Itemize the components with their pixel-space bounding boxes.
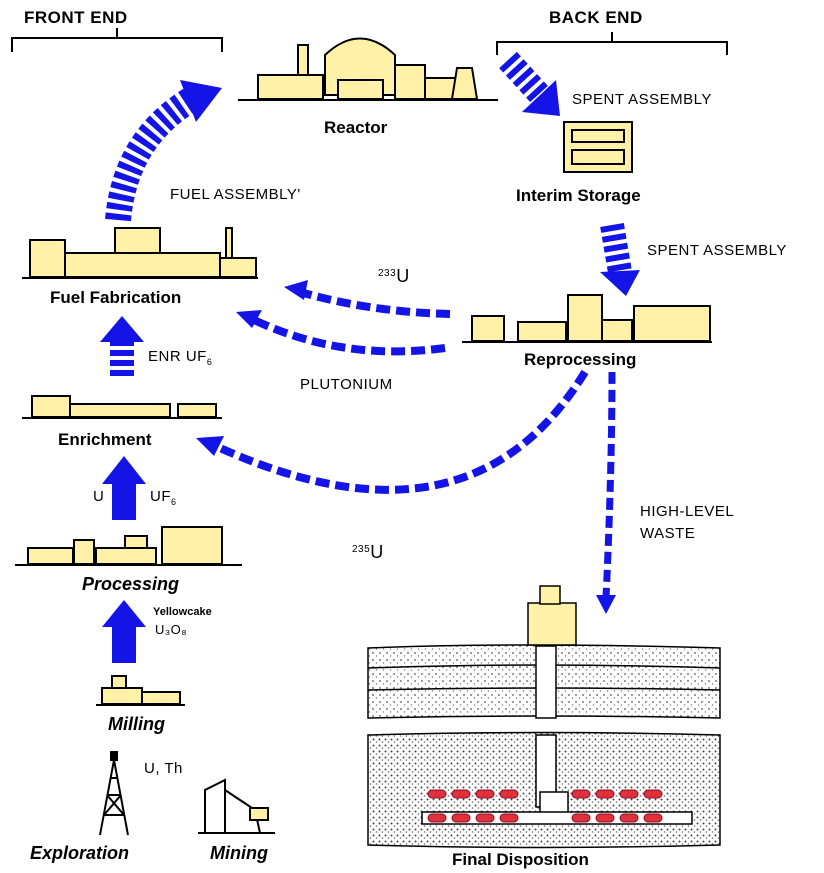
plutonium-return-arrow bbox=[236, 310, 446, 356]
enr-uf6-subscript: 6 bbox=[206, 357, 213, 367]
u-label: U bbox=[93, 488, 105, 505]
front-end-header: FRONT END bbox=[24, 8, 128, 27]
final-disposition-repository bbox=[367, 585, 721, 849]
u233-symbol: U bbox=[396, 266, 410, 286]
processing-plant bbox=[15, 526, 242, 566]
u-th-label: U, Th bbox=[144, 760, 183, 777]
interim-storage-label: Interim Storage bbox=[516, 186, 641, 205]
uf6-subscript: 6 bbox=[171, 497, 177, 507]
enr-uf6-label: ENR UF6 bbox=[148, 348, 212, 367]
high-level-waste-label-2: WASTE bbox=[640, 525, 696, 542]
u233-label: 233U bbox=[378, 266, 410, 287]
mining-headframe-icon bbox=[198, 778, 275, 834]
mining-label: Mining bbox=[210, 843, 268, 863]
yellowcake-label: Yellowcake bbox=[153, 606, 212, 618]
waste-canisters bbox=[427, 789, 663, 823]
final-disposition-label: Final Disposition bbox=[452, 850, 589, 869]
u233-return-arrow bbox=[284, 280, 451, 318]
reprocessing-label: Reprocessing bbox=[524, 350, 637, 369]
reactor-label: Reactor bbox=[324, 118, 388, 137]
u3o8-label: U₃O₈ bbox=[155, 622, 188, 637]
milling-plant bbox=[96, 675, 185, 706]
interim-storage-facility bbox=[563, 121, 633, 173]
high-level-waste-arrow bbox=[596, 371, 616, 614]
back-end-bracket bbox=[496, 32, 728, 55]
spent-assembly-arrow-2 bbox=[600, 222, 640, 296]
spent-assembly-label-2: SPENT ASSEMBLY bbox=[647, 242, 787, 259]
processing-label: Processing bbox=[82, 574, 180, 594]
uf6-text: UF bbox=[150, 488, 171, 505]
fuel-fabrication-plant bbox=[22, 227, 258, 279]
fuel-assembly-arrow bbox=[105, 80, 222, 222]
yellowcake-arrow bbox=[102, 600, 146, 663]
high-level-waste-label-1: HIGH-LEVEL bbox=[640, 503, 735, 520]
reactor-building bbox=[238, 37, 498, 101]
exploration-derrick-icon bbox=[99, 751, 129, 836]
uf6-label: UF6 bbox=[150, 488, 177, 507]
enrichment-plant bbox=[22, 395, 222, 419]
enr-uf6-text: ENR UF bbox=[148, 348, 207, 365]
u235-mass-number: 235 bbox=[352, 544, 371, 555]
back-end-header: BACK END bbox=[549, 8, 643, 27]
milling-label: Milling bbox=[108, 714, 165, 734]
front-end-bracket bbox=[11, 28, 223, 52]
u235-symbol: U bbox=[370, 542, 384, 562]
uf6-arrow bbox=[102, 456, 146, 520]
enr-uf6-arrow bbox=[100, 316, 144, 380]
u235-return-arrow bbox=[196, 369, 589, 494]
fuel-assembly-label: FUEL ASSEMBLY' bbox=[170, 186, 301, 203]
spent-assembly-arrow-1 bbox=[499, 51, 560, 116]
exploration-label: Exploration bbox=[30, 843, 130, 863]
fuel-fabrication-label: Fuel Fabrication bbox=[50, 288, 182, 307]
enrichment-label: Enrichment bbox=[58, 430, 152, 449]
reprocessing-plant bbox=[462, 294, 712, 343]
plutonium-label: PLUTONIUM bbox=[300, 376, 393, 393]
u235-label: 235U bbox=[352, 542, 384, 563]
u233-mass-number: 233 bbox=[378, 268, 397, 279]
spent-assembly-label-1: SPENT ASSEMBLY bbox=[572, 91, 712, 108]
